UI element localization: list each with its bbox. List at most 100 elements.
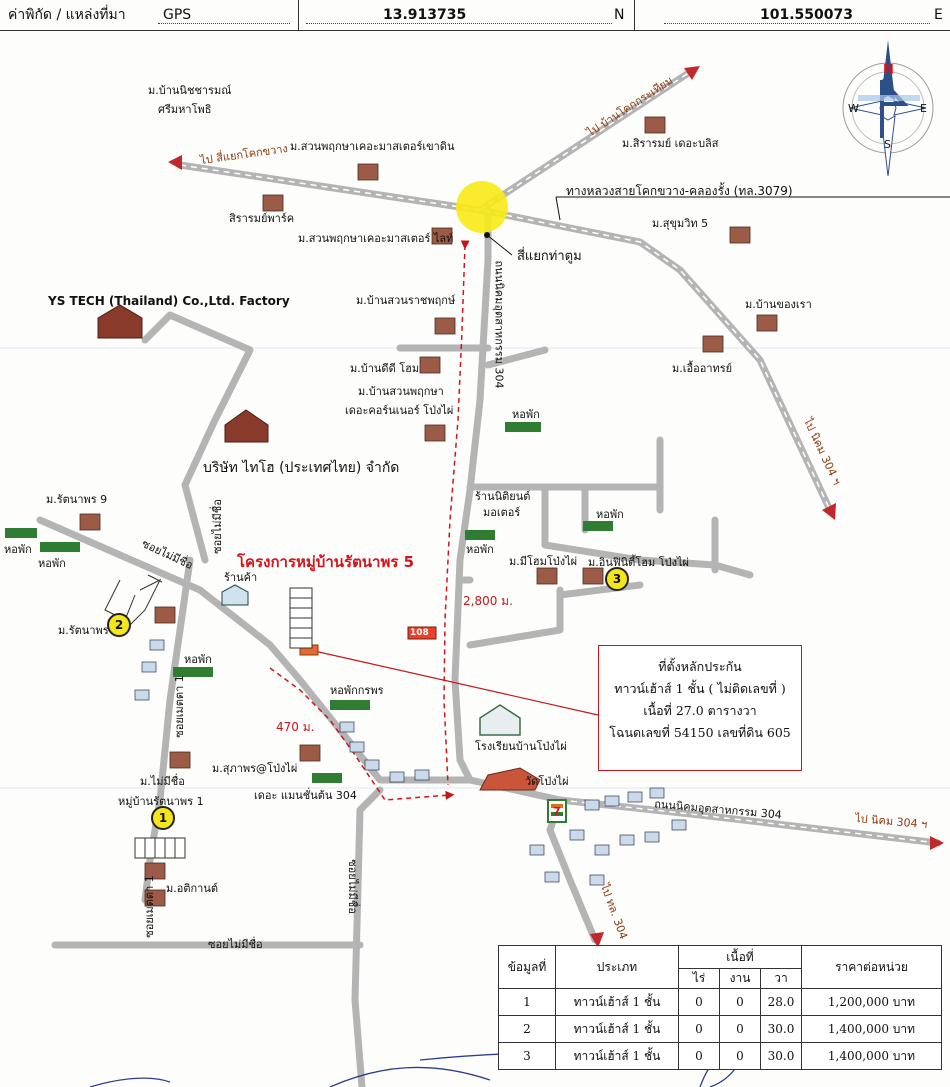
th-type: ประเภท xyxy=(555,945,679,989)
place-shop: ร้านค้า xyxy=(224,571,258,584)
place-ban-dee-dee: ม.บ้านดีดี โฮม xyxy=(350,362,420,375)
compass-e: E xyxy=(920,102,927,115)
cell-type: ทาวน์เฮ้าส์ 1 ชั้น xyxy=(555,988,679,1016)
th-area: เนื้อที่ xyxy=(678,945,802,969)
place-nichabon-2: ศรีมหาโพธิ xyxy=(158,103,212,116)
infobox-line2: ทาวน์เฮ้าส์ 1 ชั้น ( ไม่ติดเลขที่ ) xyxy=(614,681,786,696)
place-dorm-5: หอพัก xyxy=(466,543,494,556)
cell-price: 1,400,000 บาท xyxy=(801,1042,942,1070)
longitude-suffix: E xyxy=(934,7,943,23)
cell-item: 3 xyxy=(498,1042,556,1070)
place-the-mansion: เดอะ แมนชั่นต้น 304 xyxy=(254,789,357,802)
factory-ys-tech xyxy=(97,304,143,339)
place-dorm-1: หอพัก xyxy=(512,408,540,421)
road-soi-unnamed-4: ซอยไม่มีชื่อ xyxy=(208,938,263,951)
arrow-east xyxy=(930,836,944,850)
cell-rai: 0 xyxy=(678,1015,720,1043)
badge-2: 2 xyxy=(107,613,131,637)
cell-ngan: 0 xyxy=(719,1042,761,1070)
place-supaporn: ม.สุภาพร@โป่งไผ่ xyxy=(212,762,298,775)
th-price: ราคาต่อหน่วย xyxy=(801,945,942,989)
road-soi-metta-1b: ซอยเมตตา 1 xyxy=(142,875,156,938)
badge-3: 3 xyxy=(605,567,629,591)
place-ratanaporn9: ม.รัตนาพร 9 xyxy=(46,493,108,506)
place-dorm-kronporn: หอพักกรพร xyxy=(330,684,384,697)
place-wat: วัดโป่งไผ่ xyxy=(525,775,569,788)
shop-108-sign xyxy=(407,626,437,640)
coordinate-bar: ค่าพิกัด / แหล่งที่มา GPS 13.913735 N 10… xyxy=(0,0,950,31)
place-sirarom-park: สิรารมย์พาร์ค xyxy=(229,212,295,225)
road-nikhom-304 xyxy=(451,206,492,784)
shop-icon xyxy=(221,584,249,606)
cell-ngan: 0 xyxy=(719,1015,761,1043)
place-suanpruek-light: ม.สวนพฤกษาเคอะมาสเตอร์ ไลท์ xyxy=(298,232,454,245)
place-atikan: ม.อติกานต์ xyxy=(166,882,218,895)
longitude-cell: 101.550073 E xyxy=(634,0,950,30)
cell-wa: 30.0 xyxy=(760,1015,802,1043)
shop-108-label: 108 xyxy=(410,628,429,638)
distance-470: 470 ม. xyxy=(276,720,315,734)
locator-line xyxy=(309,649,599,716)
road-soi-metta-1: ซอยเมตตา 1 xyxy=(172,675,186,738)
place-dorm-4: หอพัก xyxy=(596,508,624,521)
place-suanpruek-corner-1: ม.บ้านสวนพฤกษา xyxy=(358,385,444,398)
table-row: 1 ทาวน์เฮ้าส์ 1 ชั้น 0 0 28.0 1,200,000 … xyxy=(498,988,942,1016)
place-ran-nipit-2: มอเตอร์ xyxy=(483,506,521,519)
place-sukhumvit5: ม.สุขุมวิท 5 xyxy=(652,217,709,230)
table-row: 2 ทาวน์เฮ้าส์ 1 ชั้น 0 0 30.0 1,400,000 … xyxy=(498,1015,942,1043)
compass-n: N xyxy=(883,63,894,78)
compass-icon xyxy=(842,40,934,177)
place-dorm-2: หอพัก xyxy=(4,543,32,556)
latitude-value: 13.913735 xyxy=(383,7,467,23)
distance-2800: 2,800 ม. xyxy=(463,594,513,608)
place-suan-rachapruek: ม.บ้านสวนราชพฤกษ์ xyxy=(356,294,456,307)
badge-1: 1 xyxy=(151,806,175,830)
latitude-cell: 13.913735 N xyxy=(298,0,635,30)
route-line xyxy=(269,240,470,801)
school-icon xyxy=(479,704,521,736)
place-taiho: บริษัท ไทโฮ (ประเทศไทย) จำกัด xyxy=(203,460,400,476)
cell-type: ทาวน์เฮ้าส์ 1 ชั้น xyxy=(555,1015,679,1043)
infobox-line4: โฉนดเลขที่ 54150 เลขที่ดิน 605 xyxy=(609,725,791,740)
infobox-line1: ที่ตั้งหลักประกัน xyxy=(658,659,742,674)
latitude-suffix: N xyxy=(614,7,625,23)
place-ratanaporn1: หมู่บ้านรัตนาพร 1 xyxy=(118,795,204,808)
longitude-value: 101.550073 xyxy=(760,7,853,23)
compass-w: W xyxy=(848,102,859,115)
cell-price: 1,400,000 บาท xyxy=(801,1015,942,1043)
coord-source-cell: ค่าพิกัด / แหล่งที่มา GPS xyxy=(0,0,299,30)
arrow-northeast xyxy=(684,66,700,80)
place-me-home: ม.มีโฮมโป่งไผ่ xyxy=(509,555,578,568)
place-ban-khong-rao: ม.บ้านของเรา xyxy=(745,298,812,311)
th-ngan: งาน xyxy=(719,968,761,989)
project-title: โครงการหมู่บ้านรัตนาพร 5 xyxy=(237,553,415,571)
place-suanpruek-khao: ม.สวนพฤกษาเคอะมาสเตอร์เขาดิน xyxy=(290,140,455,153)
arrow-south xyxy=(590,932,604,948)
collateral-infobox: ที่ตั้งหลักประกัน ทาวน์เฮ้าส์ 1 ชั้น ( ไ… xyxy=(598,645,802,771)
road-soi-unnamed-3: ซอยไม่มีชื่อ xyxy=(345,859,359,914)
temple-icon xyxy=(479,767,541,791)
cell-type: ทาวน์เฮ้าส์ 1 ชั้น xyxy=(555,1042,679,1070)
road-nikhom-304-vertical: ถนนนิคมอุตสาหกรรม 304 xyxy=(492,260,506,389)
road-tha-toom: สี่แยกท่าตูม xyxy=(517,249,582,264)
coord-label: ค่าพิกัด / แหล่งที่มา xyxy=(8,7,126,23)
place-school: โรงเรียนบ้านโป่งไผ่ xyxy=(475,740,567,753)
arrow-southeast xyxy=(822,503,836,520)
cell-wa: 28.0 xyxy=(760,988,802,1016)
place-suanpruek-corner-2: เดอะคอร์นเนอร์ โป่งไผ่ xyxy=(345,404,454,417)
cell-wa: 30.0 xyxy=(760,1042,802,1070)
cell-ngan: 0 xyxy=(719,988,761,1016)
place-ys-tech: YS TECH (Thailand) Co.,Ltd. Factory xyxy=(48,294,290,308)
coord-source: GPS xyxy=(163,7,192,23)
factory-taiho xyxy=(224,409,269,443)
road-highway-3079: ทางหลวงสายโคกขวาง-คลองรั้ง (ทล.3079) xyxy=(566,184,793,198)
seven-eleven-label: 7 xyxy=(553,805,561,818)
place-dorm-3: หอพัก xyxy=(38,557,66,570)
cell-rai: 0 xyxy=(678,1042,720,1070)
house-icons xyxy=(79,116,778,907)
tha-toom-intersection xyxy=(456,181,508,233)
place-ratanaporn2: ม.รัตนาพร xyxy=(58,624,109,637)
place-ran-nipit-1: ร้านนิติยนต์ xyxy=(475,490,531,503)
place-ua-athorn: ม.เอื้ออาทรย์ xyxy=(672,362,733,375)
